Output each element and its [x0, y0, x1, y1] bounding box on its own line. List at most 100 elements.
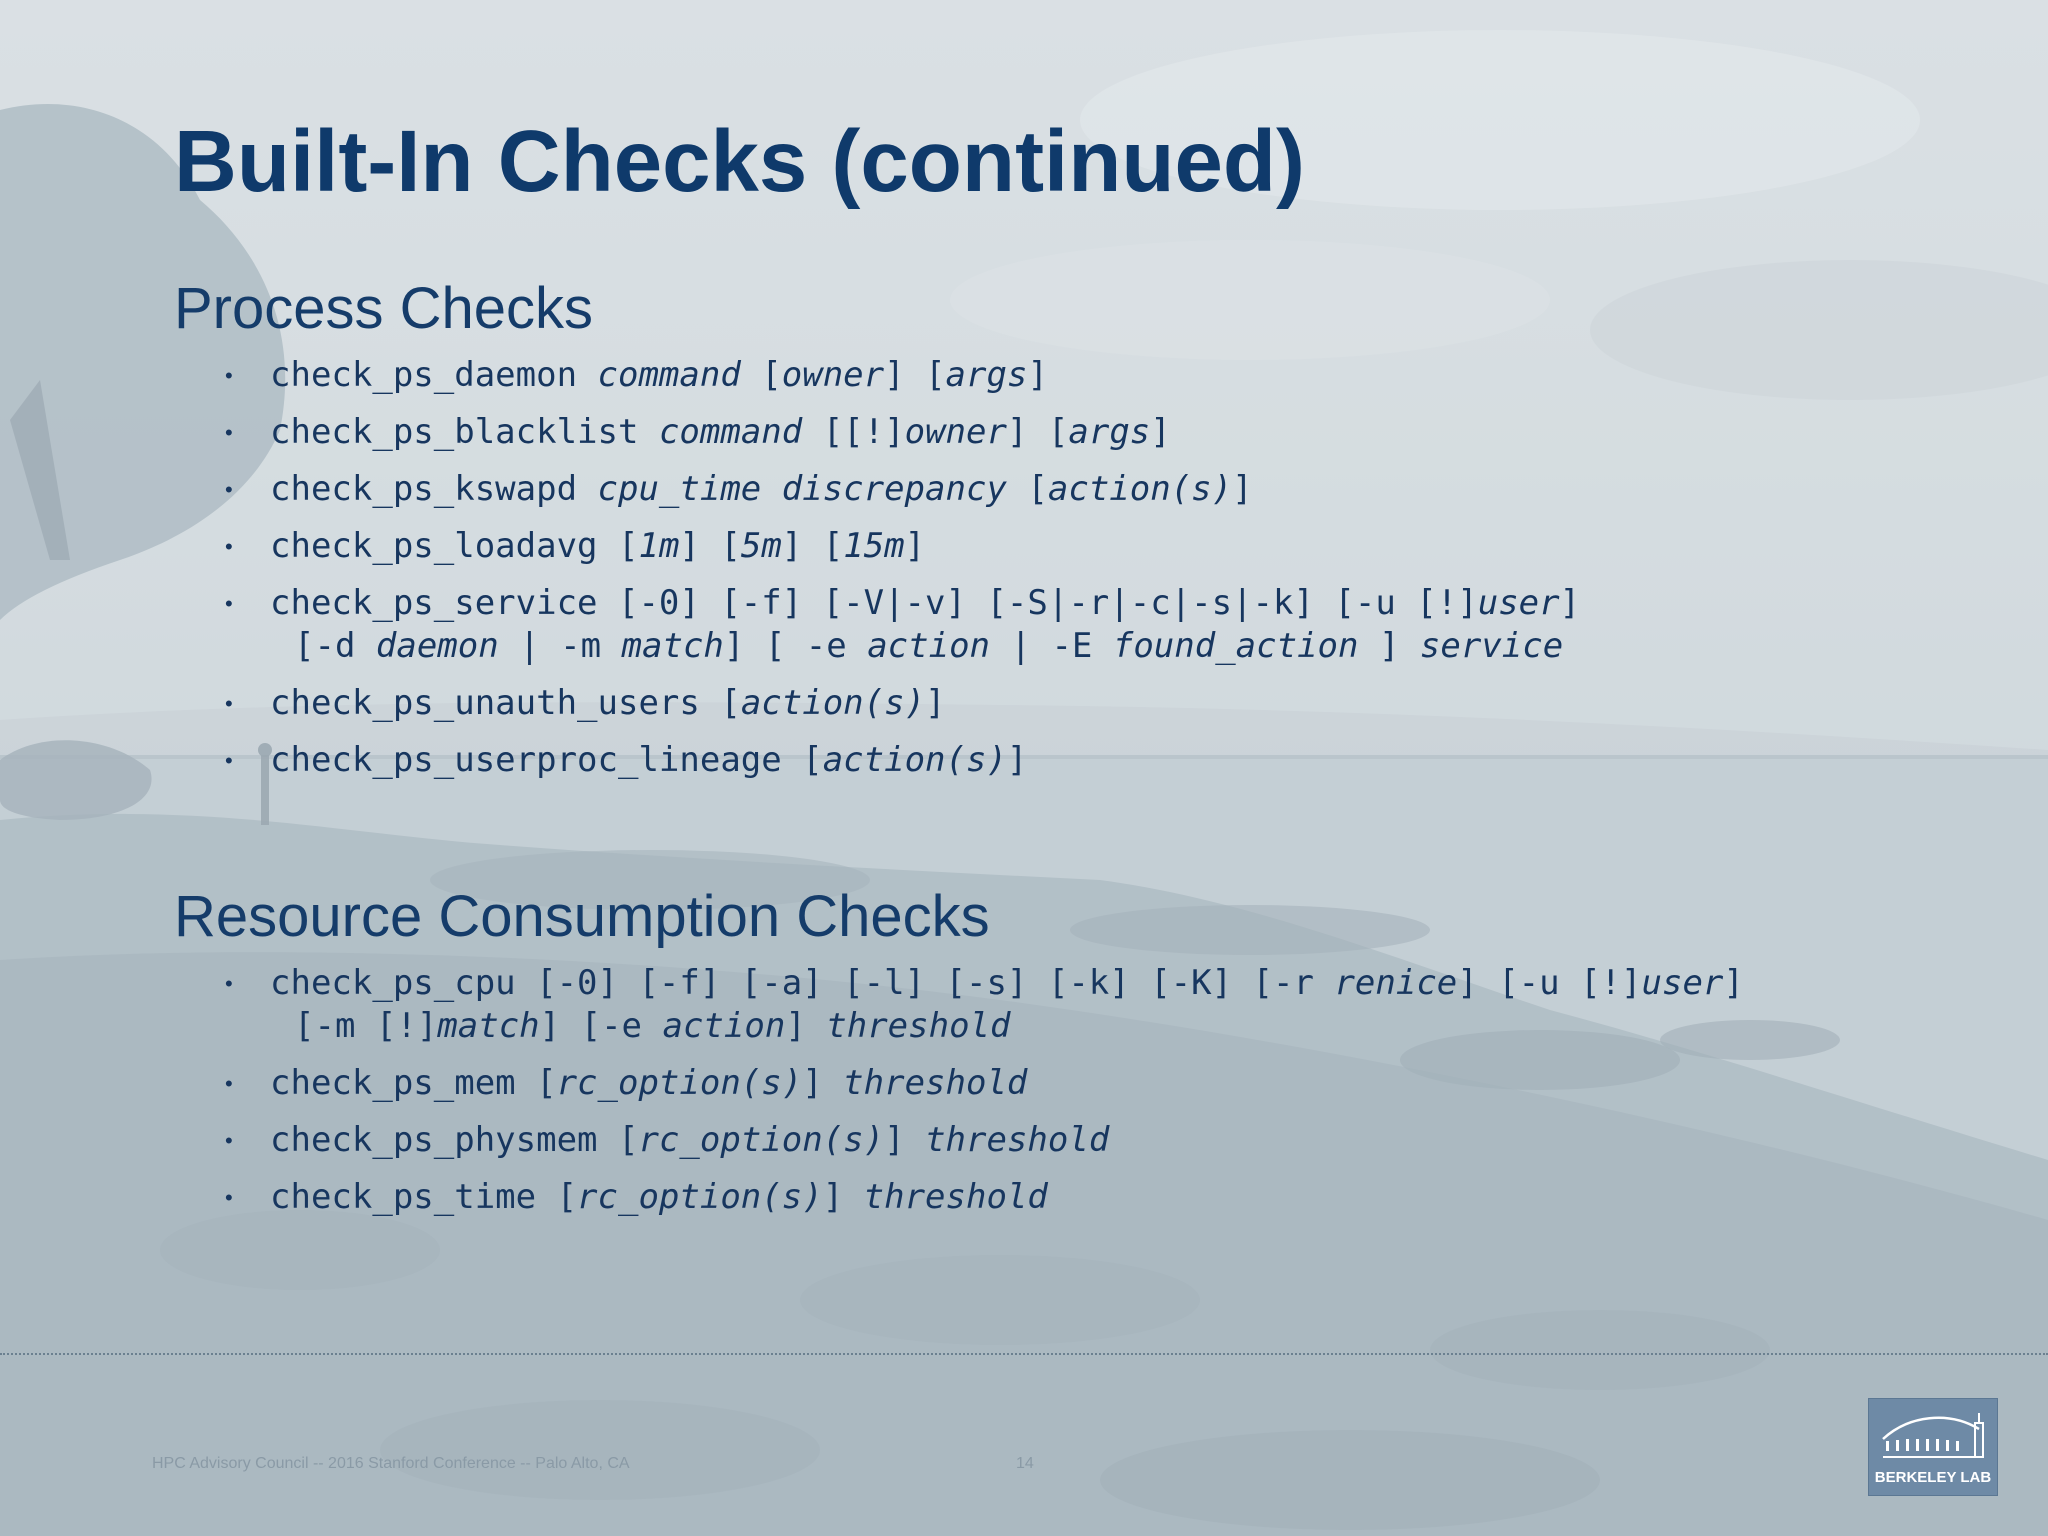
check-item: • check_ps_service [-0] [-f] [-V|-v] [-S|…	[225, 582, 1580, 668]
check-text: ]	[1723, 963, 1744, 1003]
check-signature: check_ps_blacklist command [[!]owner] [a…	[270, 412, 1171, 452]
bullet-icon: •	[225, 748, 233, 773]
berkeley-lab-building-icon	[1882, 1413, 1984, 1458]
check-argument: rc_option(s)	[556, 1063, 803, 1103]
check-text: ] [-e	[539, 1006, 663, 1046]
check-text: check_ps_unauth_users [	[270, 683, 741, 723]
check-argument: action(s)	[822, 740, 1007, 780]
check-text: ]	[904, 526, 926, 566]
check-signature: check_ps_kswapd cpu_time discrepancy [ac…	[270, 469, 1253, 509]
check-text: ]	[884, 1120, 926, 1160]
check-signature: check_ps_daemon command [owner] [args]	[270, 355, 1048, 395]
resource-checks-list: • check_ps_cpu [-0] [-f] [-a] [-l] [-s] […	[225, 962, 1744, 1233]
bullet-icon: •	[225, 691, 233, 716]
check-text: [	[740, 355, 782, 395]
check-argument: match	[437, 1006, 540, 1046]
check-item: •check_ps_time [rc_option(s)] threshold	[225, 1176, 1744, 1219]
check-argument: rc_option(s)	[577, 1177, 823, 1217]
check-argument: action(s)	[740, 683, 926, 723]
check-argument: daemon	[375, 626, 499, 666]
slide-title: Built-In Checks (continued)	[174, 113, 1305, 210]
check-signature: check_ps_unauth_users [action(s)]	[270, 683, 946, 723]
check-text: | -E	[990, 626, 1113, 666]
check-signature: check_ps_cpu [-0] [-f] [-a] [-l] [-s] [-…	[270, 963, 1744, 1003]
bullet-icon: •	[225, 363, 233, 388]
check-argument: threshold	[863, 1177, 1048, 1217]
check-signature: check_ps_userproc_lineage [action(s)]	[270, 740, 1027, 780]
check-text: check_ps_daemon	[270, 355, 598, 395]
check-text: ] [	[1006, 412, 1069, 452]
check-signature: check_ps_physmem [rc_option(s)] threshol…	[270, 1120, 1109, 1160]
check-argument: args	[945, 355, 1028, 395]
bullet-icon: •	[225, 477, 233, 502]
process-checks-list: •check_ps_daemon command [owner] [args]•…	[225, 354, 1580, 796]
check-text: ]	[1027, 355, 1048, 395]
check-signature: check_ps_loadavg [1m] [5m] [15m]	[270, 526, 925, 566]
check-item: • check_ps_userproc_lineage [action(s)]	[225, 739, 1580, 782]
check-argument: args	[1068, 412, 1151, 452]
check-argument: owner	[904, 412, 1007, 452]
check-item: • check_ps_kswapd cpu_time discrepancy [a…	[225, 468, 1580, 511]
check-text: [	[1006, 469, 1048, 509]
check-signature: check_ps_mem [rc_option(s)] threshold	[270, 1063, 1027, 1103]
check-argument: user	[1641, 963, 1724, 1003]
check-argument: found_action	[1112, 626, 1359, 666]
check-text: ]	[802, 1063, 844, 1103]
check-text: ]	[1358, 626, 1420, 666]
check-item: • check_ps_blacklist command [[!]owner] […	[225, 411, 1580, 454]
check-text: check_ps_userproc_lineage [	[270, 740, 823, 780]
check-signature-continued: [-d daemon | -m match] [ -e action | -E …	[270, 625, 1580, 668]
check-argument: service	[1419, 626, 1564, 666]
check-text: ] [ -e	[723, 626, 868, 666]
check-signature-continued: [-m [!]match] [-e action] threshold	[270, 1005, 1744, 1048]
check-argument: threshold	[925, 1120, 1110, 1160]
bullet-icon: •	[225, 591, 233, 616]
check-item: • check_ps_loadavg [1m] [5m] [15m]	[225, 525, 1580, 568]
check-argument: cpu_time discrepancy	[597, 469, 1007, 509]
check-text: ]	[1006, 740, 1028, 780]
check-text: | -m	[498, 626, 622, 666]
check-text: ] [	[679, 526, 741, 566]
logo-text: BERKELEY LAB	[1874, 1469, 1992, 1486]
bullet-icon: •	[225, 534, 233, 559]
check-argument: user	[1477, 583, 1560, 623]
check-text: ]	[1150, 412, 1171, 452]
bullet-icon: •	[225, 1071, 233, 1096]
check-text: check_ps_cpu [-0] [-f] [-a] [-l] [-s] [-…	[270, 963, 1335, 1003]
check-text: check_ps_kswapd	[270, 469, 598, 509]
check-item: • check_ps_cpu [-0] [-f] [-a] [-l] [-s] […	[225, 962, 1744, 1048]
check-argument: command	[658, 412, 803, 452]
bullet-icon: •	[225, 971, 233, 996]
check-argument: action	[662, 1006, 786, 1046]
check-text: ]	[925, 683, 946, 723]
check-argument: renice	[1334, 963, 1458, 1003]
check-text: ]	[822, 1177, 864, 1217]
check-item: •check_ps_daemon command [owner] [args]	[225, 354, 1580, 397]
check-argument: owner	[781, 355, 885, 395]
check-argument: threshold	[826, 1006, 1011, 1046]
check-argument: 5m	[740, 526, 782, 566]
check-argument: action(s)	[1047, 469, 1233, 509]
check-item: • check_ps_physmem [rc_option(s)] thresho…	[225, 1119, 1744, 1162]
bullet-icon: •	[225, 1128, 233, 1153]
check-text: ]	[1232, 469, 1253, 509]
check-text: check_ps_blacklist	[270, 412, 659, 452]
process-checks-heading: Process Checks	[174, 276, 594, 341]
check-argument: rc_option(s)	[638, 1120, 885, 1160]
bullet-icon: •	[225, 420, 233, 445]
check-signature: check_ps_time [rc_option(s)] threshold	[270, 1177, 1048, 1217]
check-text: ]	[785, 1006, 827, 1046]
check-argument: 15m	[843, 526, 905, 566]
check-text: check_ps_physmem [	[270, 1120, 639, 1160]
check-text: ] [	[781, 526, 844, 566]
check-text: [[!]	[802, 412, 905, 452]
check-item: • check_ps_unauth_users [action(s)]	[225, 682, 1580, 725]
check-item: • check_ps_mem [rc_option(s)] threshold	[225, 1062, 1744, 1105]
check-argument: threshold	[843, 1063, 1028, 1103]
resource-checks-heading: Resource Consumption Checks	[174, 884, 990, 949]
check-argument: action	[867, 626, 991, 666]
page-number: 14	[1016, 1455, 1034, 1472]
check-text: check_ps_service [-0] [-f] [-V|-v] [-S|-…	[270, 583, 1478, 623]
check-text: ] [-u [!]	[1457, 963, 1642, 1003]
